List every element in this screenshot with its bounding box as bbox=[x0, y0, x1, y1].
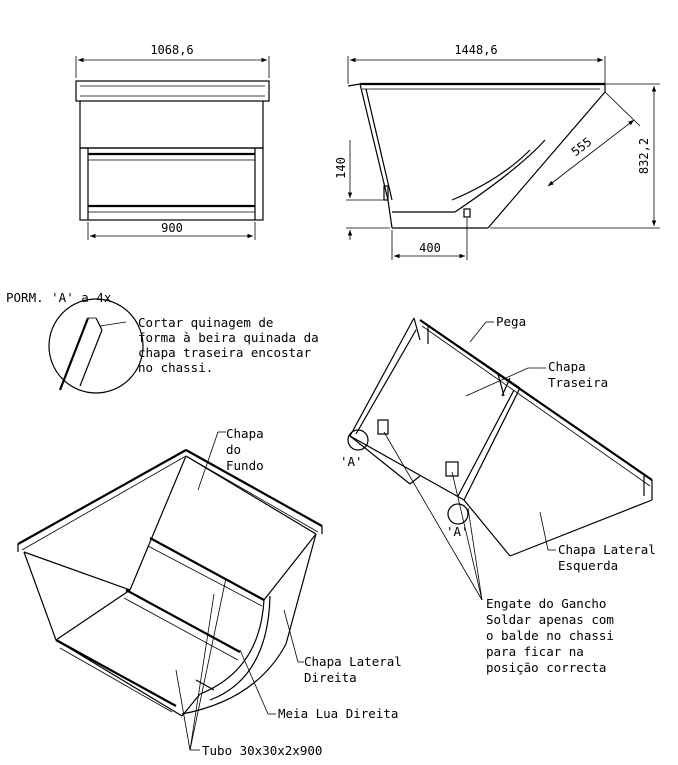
marker-a-1: 'A' bbox=[340, 454, 363, 469]
label-engate-4: para ficar na bbox=[486, 644, 584, 659]
label-lateral-esq-2: Esquerda bbox=[558, 558, 618, 573]
label-engate-2: Soldar apenas com bbox=[486, 612, 614, 627]
label-fundo-2: do bbox=[226, 442, 241, 457]
label-lateral-dir-1: Chapa Lateral bbox=[304, 654, 402, 669]
dim-side-height: 832,2 bbox=[637, 138, 651, 174]
label-tubo: Tubo 30x30x2x900 bbox=[202, 743, 322, 758]
label-pega: Pega bbox=[496, 314, 526, 329]
dim-side-base: 400 bbox=[419, 241, 441, 255]
front-view: 1068,6 900 bbox=[75, 43, 270, 240]
dim-side-left: 140 bbox=[334, 157, 348, 179]
label-lateral-esq-1: Chapa Lateral bbox=[558, 542, 656, 557]
detail-note-1: Cortar quinagem de bbox=[138, 315, 273, 330]
label-chapa-traseira-1: Chapa bbox=[548, 359, 586, 374]
marker-a-2: 'A' bbox=[446, 524, 469, 539]
dim-side-width: 1448,6 bbox=[454, 43, 497, 57]
label-fundo-1: Chapa bbox=[226, 426, 264, 441]
side-view: 1448,6 140 832,2 555 400 bbox=[334, 43, 660, 260]
label-fundo-3: Fundo bbox=[226, 458, 264, 473]
label-engate-1: Engate do Gancho bbox=[486, 596, 606, 611]
dim-front-inner: 900 bbox=[161, 221, 183, 235]
detail-note-3: chapa traseira encostar bbox=[138, 345, 312, 360]
label-lateral-dir-2: Direita bbox=[304, 670, 357, 685]
detail-title: PORM. 'A' a 4x bbox=[6, 290, 112, 305]
iso-view-right: 'A' 'A' Pega Chapa Traseira Chapa Latera… bbox=[340, 314, 656, 675]
dim-front-width: 1068,6 bbox=[150, 43, 193, 57]
label-engate-5: posição correcta bbox=[486, 660, 606, 675]
detail-note-4: no chassi. bbox=[138, 360, 213, 375]
label-meia-lua: Meia Lua Direita bbox=[278, 706, 398, 721]
detail-note-2: forma à beira quinada da bbox=[138, 330, 319, 345]
label-chapa-traseira-2: Traseira bbox=[548, 375, 608, 390]
detail-a: PORM. 'A' a 4x Cortar quinagem de forma … bbox=[6, 290, 319, 394]
label-engate-3: o balde no chassi bbox=[486, 628, 614, 643]
dim-side-diag: 555 bbox=[569, 135, 595, 159]
iso-view-left: Chapa do Fundo Chapa Lateral Direita Mei… bbox=[17, 426, 402, 758]
